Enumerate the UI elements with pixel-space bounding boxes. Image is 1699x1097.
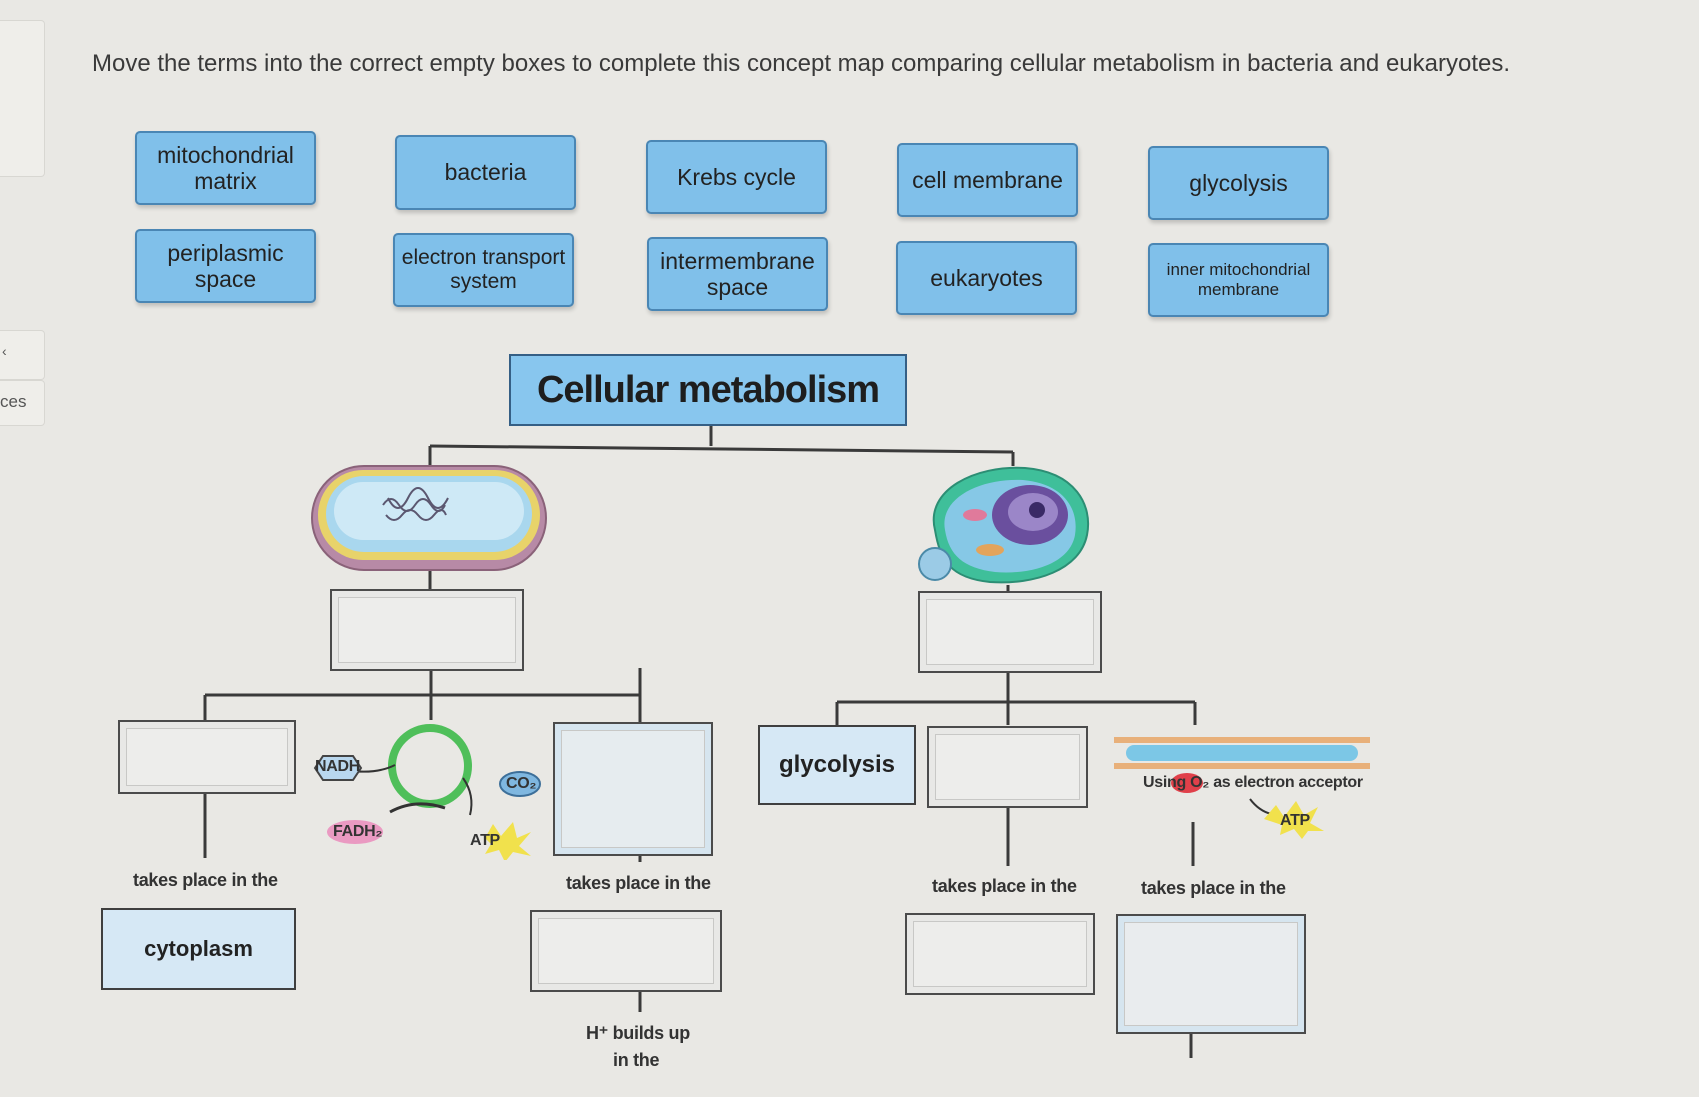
sidebar-tab-collapse[interactable]: ‹ xyxy=(0,330,45,380)
electron-transport-illustration xyxy=(1114,737,1370,839)
term-krebs-cycle[interactable]: Krebs cycle xyxy=(646,140,827,214)
krebs-nadh-label: NADH xyxy=(315,758,361,775)
etc-o2-acceptor-label: Using O₂ as electron acceptor xyxy=(1143,774,1363,791)
label-in-the: in the xyxy=(613,1050,660,1070)
term-periplasmic-space[interactable]: periplasmic space xyxy=(135,229,316,303)
drop-box-eukaryote-process-2[interactable] xyxy=(927,726,1088,808)
sidebar-tab-label: ces xyxy=(0,392,27,411)
box-glycolysis-eukaryote: glycolysis xyxy=(758,725,916,805)
label-h-builds-up: H⁺ builds up xyxy=(586,1023,690,1043)
term-intermembrane-space[interactable]: intermembrane space xyxy=(647,237,828,311)
collapse-icon: ‹ xyxy=(2,343,7,359)
term-eukaryotes[interactable]: eukaryotes xyxy=(896,241,1077,315)
krebs-atp-label: ATP xyxy=(470,832,500,849)
drop-box-bacteria-process-1[interactable] xyxy=(118,720,296,794)
bacterium-illustration xyxy=(311,465,547,571)
drop-box-eukaryote-location-2[interactable] xyxy=(905,913,1095,995)
term-mitochondrial-matrix[interactable]: mitochondrial matrix xyxy=(135,131,316,205)
drop-box-bacteria-location-2[interactable] xyxy=(530,910,722,992)
term-bacteria[interactable]: bacteria xyxy=(395,135,576,210)
etc-atp-label: ATP xyxy=(1280,812,1310,829)
drop-box-eukaryote-location-3[interactable] xyxy=(1116,914,1306,1034)
instructions-text: Move the terms into the correct empty bo… xyxy=(92,50,1511,77)
krebs-co2-label: CO₂ xyxy=(506,775,537,792)
concept-map-title: Cellular metabolism xyxy=(509,354,907,426)
term-electron-transport-system[interactable]: electron transport system xyxy=(393,233,574,307)
term-cell-membrane[interactable]: cell membrane xyxy=(897,143,1078,217)
krebs-cycle-illustration xyxy=(313,724,541,860)
drop-box-bacteria-process-3[interactable] xyxy=(553,722,713,856)
drop-box-organism-bacteria[interactable] xyxy=(330,589,524,671)
box-cytoplasm: cytoplasm xyxy=(101,908,296,990)
drop-box-organism-eukaryotes[interactable] xyxy=(918,591,1102,673)
term-glycolysis[interactable]: glycolysis xyxy=(1148,146,1329,220)
label-takes-place-3: takes place in the xyxy=(932,876,1077,896)
label-takes-place-4: takes place in the xyxy=(1141,878,1286,898)
eukaryote-cell-illustration xyxy=(918,466,1090,584)
term-inner-mitochondrial-membrane[interactable]: inner mitochondrial membrane xyxy=(1148,243,1329,317)
label-takes-place-2: takes place in the xyxy=(566,873,711,893)
sidebar-tab-resources[interactable]: ces xyxy=(0,380,45,426)
label-takes-place-1: takes place in the xyxy=(133,870,278,890)
krebs-fadh2-label: FADH₂ xyxy=(333,823,383,840)
sidebar-tab-top xyxy=(0,20,45,177)
